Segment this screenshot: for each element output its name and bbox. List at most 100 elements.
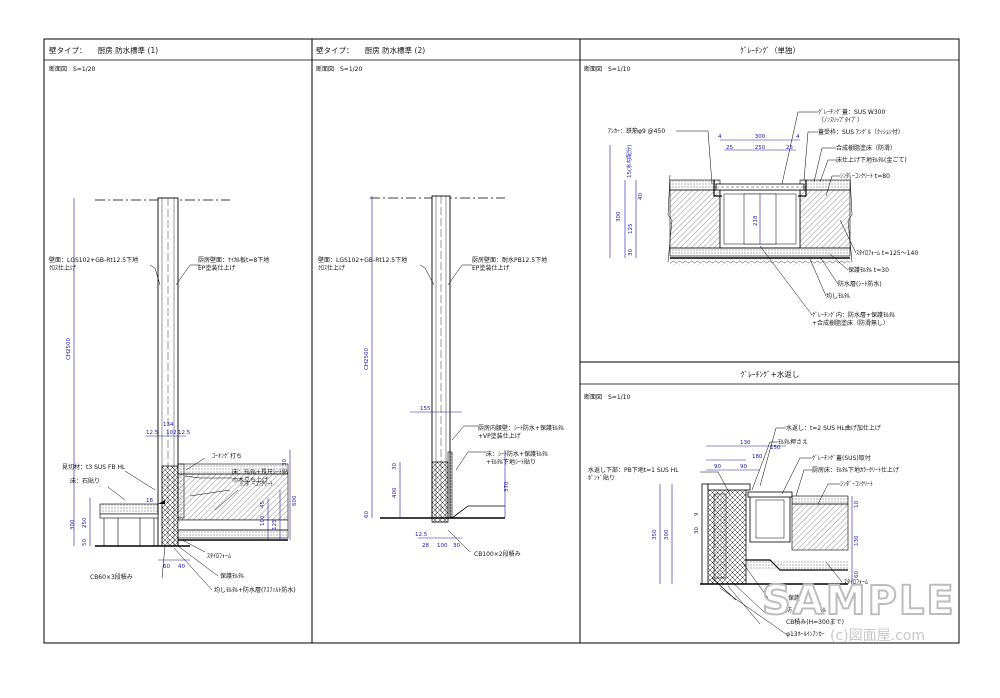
p4-cinder-label: ｼﾝﾀﾞｰｺﾝｸﾘｰﾄ	[840, 481, 873, 488]
p3-dim-4b: 4	[796, 134, 800, 140]
p1-dim-100: 100	[260, 515, 266, 526]
panel4-scale: 断面図 S=1/10	[584, 393, 630, 401]
p1-dim-18: 18	[146, 498, 153, 504]
p4-proof-label: 防ﾉ	[786, 606, 795, 614]
panel2-labels: 壁面：LGS102+GB-Rt12.5下地ｸﾛｽ仕上げ 厨房壁面：耐水PB12.…	[318, 256, 564, 558]
panel2-scale: 断面図 S=1/20	[316, 65, 362, 73]
p1-cinder-label: ｼﾝﾀﾞｰｺﾝｸﾘｰﾄ	[240, 481, 273, 488]
p4-dim-300: 300	[664, 529, 670, 540]
p4-dim-130: 130	[740, 440, 751, 446]
p1-mikiri-label: 見切材：t3 SUS FB HL	[62, 463, 126, 471]
p4-anchor-label: φ13ﾎｰﾙｲﾝｱﾝｶｰ	[786, 631, 825, 638]
p4-dim-350: 350	[652, 529, 658, 540]
panel4-title: ｸﾞﾚｰﾁﾝｸﾞ+水返し	[741, 369, 800, 379]
p1-dim-45: 45	[260, 501, 266, 508]
p3-dim-40: 40	[638, 193, 644, 200]
p1-dim-12b: 12.5	[178, 430, 191, 436]
p3-dim-218: 218	[753, 215, 759, 226]
panel1-scale: 断面図 S=1/20	[49, 65, 95, 73]
p3-dim-250: 250	[755, 145, 766, 151]
p4-mortar-label: ﾓﾙﾀﾙ押さえ	[778, 438, 808, 446]
p2-dim-30: 30	[392, 463, 398, 470]
p2-dim-30b: 30	[453, 543, 460, 549]
p3-receiver-label: 蓋受枠：SUS ｱﾝｸﾞﾙ（ｸｯｼｮﾝ付）	[818, 128, 904, 136]
p4-dim-9: 9	[694, 512, 700, 516]
p3-protect-label: 保護ﾓﾙﾀﾙ t=30	[848, 266, 889, 274]
p1-stone-label: 床：石貼り	[70, 477, 100, 485]
p1-floor-finish-label: 床：ﾓﾙﾀﾙ+長尺ｼｰﾄ貼巾木立ち上げ	[232, 468, 288, 484]
p1-dim-250: 250	[82, 517, 88, 528]
p3-resin-label: 合成樹脂塗床（防滑）	[836, 144, 896, 152]
p1-protect-label: 保護ﾓﾙﾀﾙ	[220, 572, 244, 580]
p3-cinder-label: ｼﾝﾀﾞｰｺﾝｸﾘｰﾄ t=80	[840, 173, 890, 180]
p1-dim-12: 12.5	[146, 430, 159, 436]
p4-dim-150: 150	[770, 445, 781, 451]
p1-wall-label: 壁面：LGS102+GB-Rt12.5下地ｸﾛｽ仕上げ	[49, 256, 138, 272]
panel2-drawing	[370, 195, 506, 553]
p3-dim-30: 30	[628, 249, 634, 256]
p3-cover-label: ｸﾞﾚｰﾁﾝｸﾞ蓋：SUS W300（ﾉﾝｽﾘｯﾌﾟﾀｲﾌﾟ）	[818, 108, 885, 124]
p4-protect-label: 保護	[788, 594, 800, 602]
p2-dim-370: 370	[504, 481, 510, 492]
p3-dim-300: 300	[755, 134, 766, 140]
panel4-labels: 水返し：t=2 SUS HL曲げ加仕上げ ﾓﾙﾀﾙ押さえ ｸﾞﾚｰﾁﾝｸﾞ蓋(S…	[588, 424, 899, 638]
p3-leveling-label: 均しﾓﾙﾀﾙ	[826, 292, 850, 300]
p4-return-label: 水返し：t=2 SUS HL曲げ加仕上げ	[786, 424, 881, 432]
p1-mortar-label: 均しﾓﾙﾀﾙ+防水層(ｱｽﾌｧﾙﾄ防水)	[214, 586, 296, 594]
watermark-text: SAMPLE	[762, 578, 956, 624]
p1-cb-label: CB60×3段積み	[90, 573, 133, 581]
p2-inner-wall-label: 厨房内腰壁：ｼｰﾄ防水+保護ﾓﾙﾀﾙ+VP塗装仕上げ	[478, 424, 564, 440]
p1-styro-label: ｽﾀｲﾛﾌｫｰﾑ	[207, 553, 231, 560]
p3-floor-base-label: 床仕上げ下地ﾓﾙﾀﾙ(金ごて)	[836, 156, 907, 164]
p4-cover-label: ｸﾞﾚｰﾁﾝｸﾞ蓋(SUS)取付	[812, 454, 871, 462]
p1-dim-125: 125	[272, 519, 278, 530]
panel1-drawing	[73, 197, 291, 591]
p1-caulk-label: ｺｰｷﾝｸﾞ打ち	[212, 452, 242, 460]
panel3-title: ｸﾞﾚｰﾁﾝｸﾞ（単独）	[740, 45, 800, 55]
p1-dim-300: 300	[70, 519, 76, 530]
panel1-title: 壁タイプ： 厨房 防水標準 (1)	[49, 45, 158, 55]
p3-styro-label: ｽﾀｲﾛﾌｫｰﾑ t=125〜140	[856, 250, 918, 257]
p4-mortar2-label: ﾓﾙ	[820, 607, 826, 614]
p4-dim-10: 10	[854, 501, 860, 508]
panel3-scale: 断面図 S=1/10	[584, 65, 630, 73]
p3-dim-15: 15(水勾配分)	[625, 145, 633, 178]
p1-dim-60: 60	[163, 564, 170, 570]
p4-dim-60: 60	[854, 571, 860, 578]
p3-dim-25b: 25	[786, 145, 793, 151]
p3-waterproof-label: 防水層(ｼｰﾄ防水)	[838, 280, 882, 288]
sheet-frame	[43, 38, 960, 644]
p3-dim-4a: 4	[718, 134, 722, 140]
p1-dim-600: 600	[292, 495, 298, 506]
p2-dim-100: 100	[437, 543, 448, 549]
panel2-title: 壁タイプ： 厨房 防水標準 (2)	[316, 45, 425, 55]
p3-dim-300v: 300	[616, 211, 622, 222]
p3-dim-25a: 25	[726, 145, 733, 151]
p2-dim-ch: CH2500	[364, 348, 370, 370]
panel4-drawing	[659, 427, 853, 635]
watermark-credit: (c)図面屋.com	[830, 628, 925, 644]
p1-dim-30: 30	[282, 459, 288, 466]
p2-dim-28: 28	[422, 543, 429, 549]
panel3-labels: ｸﾞﾚｰﾁﾝｸﾞ蓋：SUS W300（ﾉﾝｽﾘｯﾌﾟﾀｲﾌﾟ） ｱﾝｶｰ：鉄筋φ…	[608, 108, 918, 327]
p4-dim-180: 180	[752, 454, 763, 460]
p2-dim-60: 60	[364, 511, 370, 518]
p2-dim-12: 12.5	[415, 532, 428, 538]
p1-dim-ch: CH2500	[66, 338, 72, 360]
p4-dim-90b: 90	[740, 464, 747, 470]
p1-dim-134: 134	[163, 422, 174, 428]
p3-inside-label: ｸﾞﾚｰﾁﾝｸﾞ内：防水層+保護ﾓﾙﾀﾙ+合成樹脂塗床（防滑無し）	[812, 311, 895, 327]
p2-wall-label: 壁面：LGS102+GB-Rt12.5下地ｸﾛｽ仕上げ	[318, 256, 407, 272]
p3-anchor-label: ｱﾝｶｰ：鉄筋φ9 @450	[608, 127, 665, 135]
panel1-labels: 壁面：LGS102+GB-Rt12.5下地ｸﾛｽ仕上げ 厨房壁面：ｹｲｶﾙ板t=…	[49, 256, 298, 594]
p2-dim-400: 400	[392, 487, 398, 498]
p4-dim-130v: 130	[854, 535, 860, 546]
panel3-drawing	[609, 111, 857, 316]
p4-cb-label: CB積み(H=300まで)	[786, 618, 844, 626]
p4-styro-label: ｽﾀｲﾛﾌｫｰﾑ	[844, 579, 868, 586]
p3-dim-125: 125	[628, 223, 634, 234]
